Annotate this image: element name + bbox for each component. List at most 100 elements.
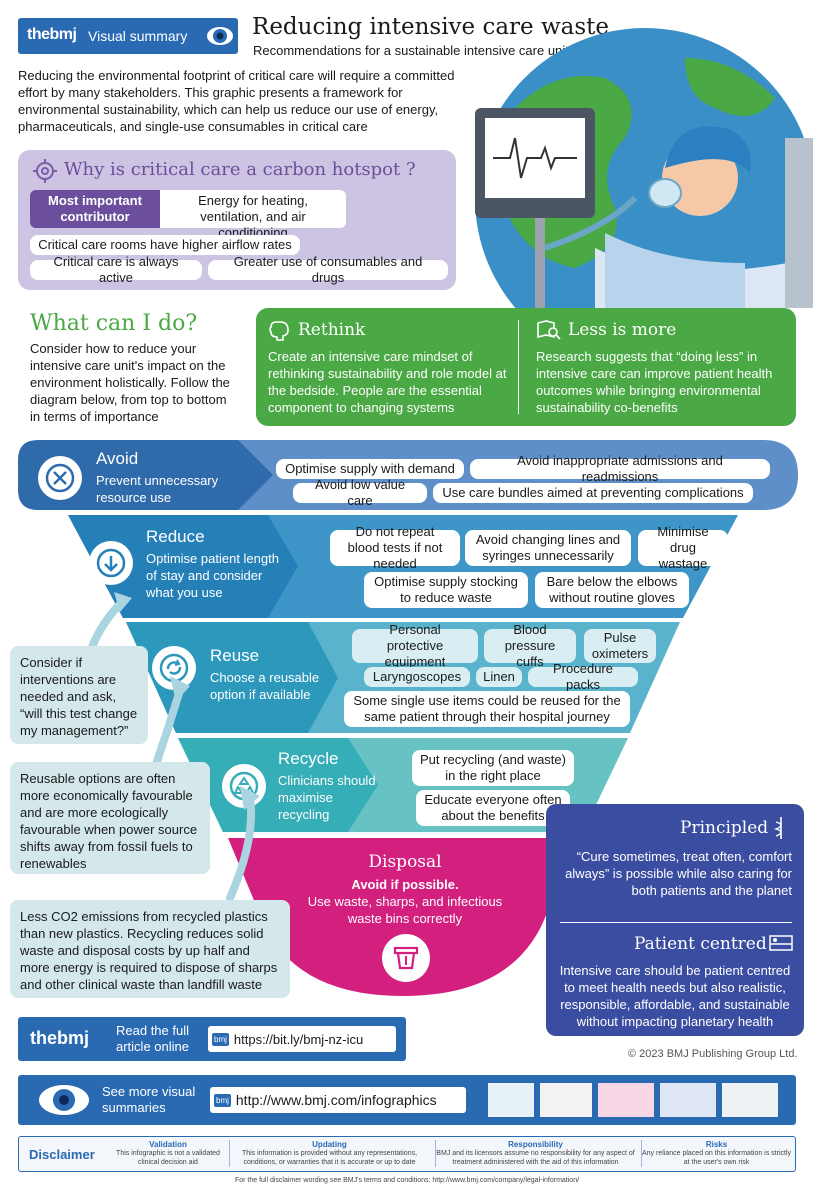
bmj-badge-icon: bmj [212, 1032, 229, 1046]
disclaimer-col: Validation This infographic is not a val… [113, 1140, 223, 1167]
less-title: Less is more [568, 320, 677, 340]
more-url: http://www.bmj.com/infographics [235, 1092, 437, 1108]
disposal-bold: Avoid if possible. [351, 877, 459, 892]
principled-body: “Cure sometimes, treat often, comfort al… [565, 849, 792, 898]
more-label: See more visual summaries [102, 1084, 196, 1115]
more-bar: See more visual summaries bmj http://www… [18, 1075, 796, 1125]
page-title: Reducing intensive care waste [252, 14, 610, 40]
disclaimer-col-head: Risks [705, 1140, 728, 1149]
rethink-body: Create an intensive care mindset of reth… [268, 349, 507, 415]
header-badge: thebmj Visual summary [18, 18, 238, 54]
reuse-item-oximeters: Pulse oximeters [584, 629, 656, 663]
what-body: Consider how to reduce your intensive ca… [30, 341, 230, 424]
most-important-label: Most important contributor [30, 190, 160, 228]
intro-text: Reducing the environmental footprint of … [18, 68, 455, 134]
avoid-sub: Prevent unnecessary resource use [96, 473, 219, 505]
principled-panel: Principled “Cure sometimes, treat often,… [546, 804, 804, 1036]
disposal-title: Disposal [368, 852, 442, 872]
book-search-icon [536, 318, 562, 347]
disclaimer-col-body: This infographic is not a validated clin… [116, 1150, 220, 1166]
eye-large-icon [38, 1083, 90, 1122]
brain-icon [268, 318, 292, 347]
hotspot-item-consumables: Greater use of consumables and drugs [208, 254, 448, 285]
note-recycled-plastics: Less CO2 emissions from recycled plastic… [10, 900, 290, 998]
thumbnail[interactable] [540, 1083, 592, 1117]
article-url: https://bit.ly/bmj-nz-icu [233, 1031, 364, 1047]
thumbnail[interactable] [660, 1083, 716, 1117]
disclaimer-col-body: This information is provided without any… [241, 1150, 418, 1166]
disclaimer-col: Responsibility BMJ and its licensors ass… [435, 1140, 635, 1167]
avoid-title: Avoid [96, 449, 139, 468]
avoid-item-supply: Optimise supply with demand [276, 459, 464, 479]
article-bmj-logo: thebmj [30, 1028, 90, 1048]
reuse-item-bp-cuffs: Blood pressure cuffs [484, 622, 576, 669]
thumbnail[interactable] [598, 1083, 654, 1117]
hotspot-title: Why is critical care a carbon hotspot ? [64, 159, 416, 180]
reuse-item-ppe: Personal protective equipment [352, 622, 478, 669]
principled-divider [560, 922, 792, 923]
disclaimer-col-head: Updating [312, 1140, 347, 1149]
bed-icon [768, 932, 794, 959]
reduce-item-supply-stocking: Optimise supply stocking to reduce waste [364, 572, 528, 608]
rethink-title: Rethink [298, 320, 366, 340]
reduce-item-lines: Avoid changing lines and syringes unnece… [465, 530, 631, 566]
reduce-icon-circle [89, 541, 133, 585]
reuse-item-linen: Linen [476, 667, 522, 687]
disclaimer-col: Updating This information is provided wi… [229, 1140, 429, 1167]
arrow-down-icon [96, 548, 126, 578]
disclaimer-label: Disclaimer [29, 1147, 95, 1162]
infographics-link[interactable]: bmj http://www.bmj.com/infographics [210, 1087, 466, 1113]
note-reusable: Reusable options are often more economic… [10, 762, 210, 874]
disclaimer-col-head: Validation [149, 1140, 187, 1149]
article-link[interactable]: bmj https://bit.ly/bmj-nz-icu [208, 1026, 396, 1052]
recycle-sub: Clinicians should maximise recycling [278, 773, 376, 822]
close-circle-icon [45, 463, 75, 493]
reduce-item-blood-tests: Do not repeat blood tests if not needed [330, 524, 460, 571]
most-important-value: Energy for heating, ventilation, and air… [160, 190, 346, 240]
avoid-item-low-value: Avoid low value care [293, 477, 427, 508]
recycle-item-right-place: Put recycling (and waste) in the right p… [412, 750, 574, 786]
reuse-sub: Choose a reusable option if available [210, 670, 320, 702]
reuse-item-laryngoscopes: Laryngoscopes [364, 667, 470, 687]
avoid-item-bundles: Use care bundles aimed at preventing com… [433, 483, 753, 503]
article-bar: thebmj Read the full article online bmj … [18, 1017, 406, 1061]
recycle-item-educate: Educate everyone often about the benefit… [416, 790, 570, 826]
hotspot-panel: Why is critical care a carbon hotspot ? … [18, 150, 456, 290]
disposal-icon-circle [382, 934, 430, 982]
recycle-title: Recycle [278, 749, 339, 768]
caduceus-icon [772, 816, 790, 845]
green-divider [518, 320, 519, 414]
bmj-logo: thebmj [27, 26, 77, 43]
thumbnail[interactable] [722, 1083, 778, 1117]
green-panel: Rethink Create an intensive care mindset… [256, 308, 796, 426]
disposal-body: Use waste, sharps, and infectious waste … [307, 894, 503, 926]
reduce-sub: Optimise patient length of stay and cons… [146, 551, 279, 600]
reuse-item-procedure-packs: Procedure packs [528, 661, 638, 692]
article-label: Read the full article online [116, 1023, 189, 1054]
disclaimer-col-body: BMJ and its licensors assume no responsi… [436, 1150, 635, 1166]
thumbnail[interactable] [488, 1083, 534, 1117]
disclaimer-col: Risks Any reliance placed on this inform… [641, 1140, 791, 1167]
eye-icon [206, 23, 234, 54]
disclaimer-col-body: Any reliance placed on this information … [642, 1150, 792, 1166]
copyright: © 2023 BMJ Publishing Group Ltd. [628, 1048, 798, 1060]
avoid-item-admissions: Avoid inappropriate admissions and readm… [470, 453, 770, 484]
visual-summary-label: Visual summary [88, 28, 188, 44]
more-bmj-badge-icon: bmj [214, 1093, 231, 1107]
thumbnail-strip [488, 1083, 778, 1117]
patient-centred-body: Intensive care should be patient centred… [559, 963, 791, 1029]
what-title: What can I do? [30, 311, 198, 336]
disclaimer-col-head: Responsibility [508, 1140, 563, 1149]
target-icon [32, 158, 58, 189]
disclaimer-footer: For the full disclaimer wording see BMJ'… [234, 1177, 580, 1184]
hotspot-item-active: Critical care is always active [30, 254, 202, 285]
bin-icon [393, 946, 419, 970]
reuse-item-single-use: Some single use items could be reused fo… [344, 691, 630, 727]
patient-centred-title: Patient centred [634, 934, 767, 954]
hotspot-item-airflow: Critical care rooms have higher airflow … [30, 235, 300, 255]
note-interventions: Consider if interventions are needed and… [10, 646, 148, 744]
page-subtitle: Recommendations for a sustainable intens… [253, 43, 569, 58]
principled-title: Principled [680, 818, 769, 838]
less-body: Research suggests that “doing less” in i… [536, 349, 773, 415]
patient-illustration [455, 18, 813, 368]
